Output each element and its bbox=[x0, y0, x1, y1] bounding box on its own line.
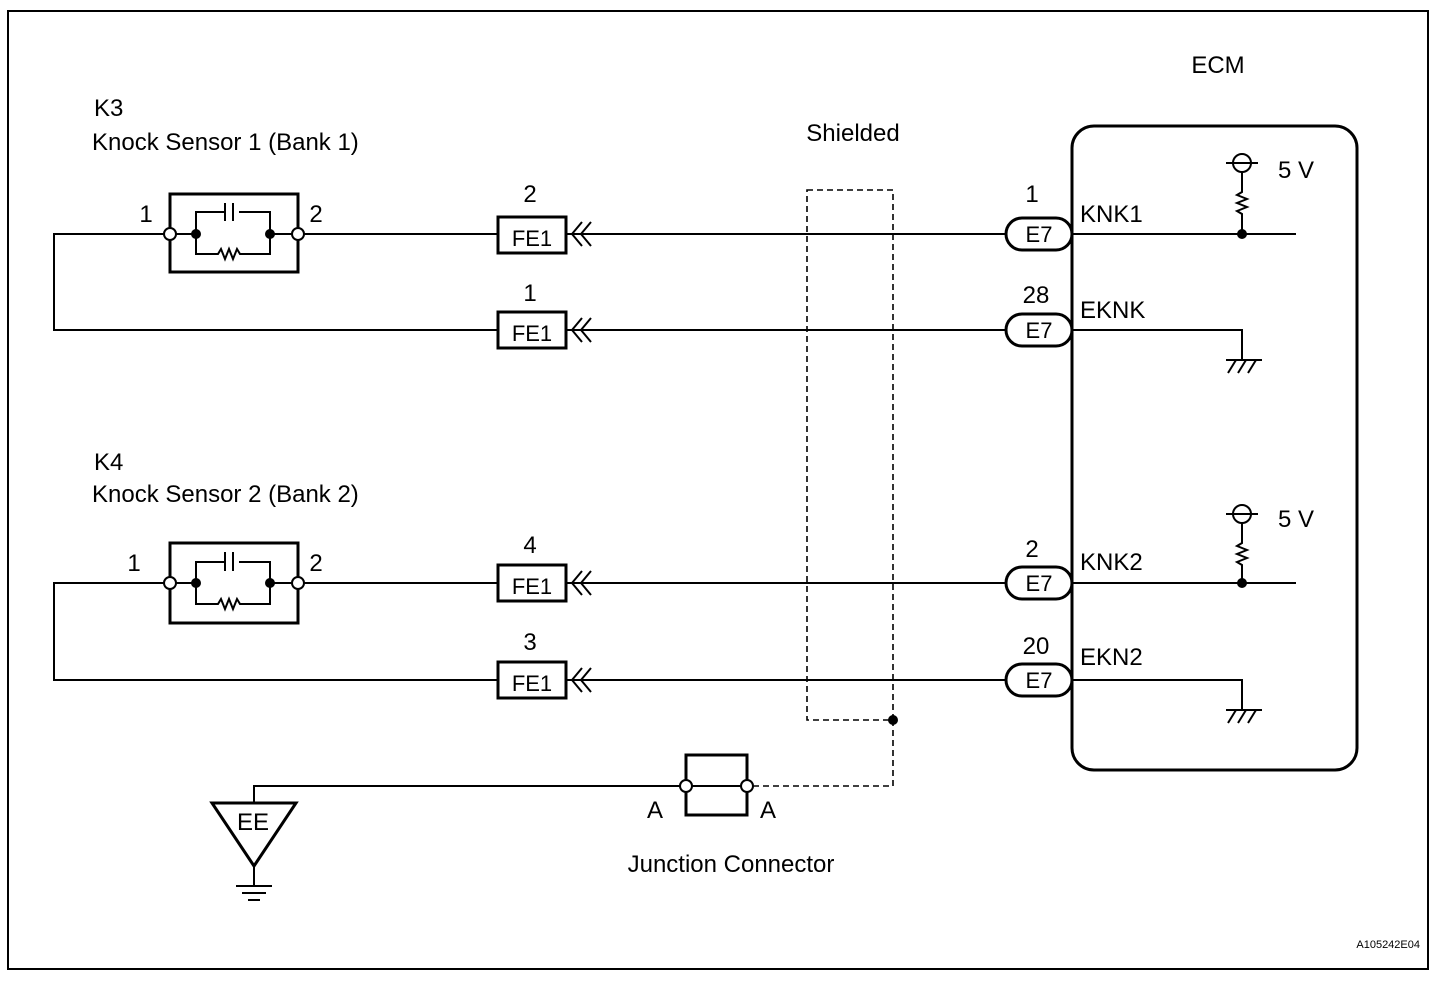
signal-label-ekn2: EKN2 bbox=[1080, 644, 1143, 671]
circuit-line-ekn2: 3 FE1 20 E7 EKN2 bbox=[496, 629, 1243, 710]
sensor1-name: Knock Sensor 1 (Bank 1) bbox=[92, 129, 359, 156]
e7-label-eknk: E7 bbox=[1026, 318, 1053, 343]
fe1-pin-knk1: 2 bbox=[523, 181, 536, 208]
ecm-voltage-2: 5 V bbox=[1278, 506, 1314, 533]
ecm-ground-1-icon bbox=[1226, 359, 1262, 374]
ground-label: EE bbox=[237, 809, 269, 836]
knock-sensor-2: 1 2 bbox=[127, 541, 323, 625]
e7-label-knk2: E7 bbox=[1026, 571, 1053, 596]
circuit-line-eknk: 1 FE1 28 E7 EKNK bbox=[496, 280, 1243, 360]
pullup-resistor-icon bbox=[1234, 523, 1250, 583]
signal-label-knk1: KNK1 bbox=[1080, 201, 1143, 228]
pullup-resistor-icon bbox=[1234, 172, 1250, 234]
knock-sensor-1: 1 2 bbox=[139, 192, 323, 274]
fe1-label-ekn2: FE1 bbox=[512, 671, 552, 696]
sensor1-pin-right: 2 bbox=[309, 201, 322, 228]
fe1-pin-eknk: 1 bbox=[523, 280, 536, 307]
fe1-label-eknk: FE1 bbox=[512, 321, 552, 346]
shield: Shielded bbox=[747, 120, 900, 787]
sensor1-pin-left: 1 bbox=[139, 201, 152, 228]
shield-outline bbox=[806, 189, 894, 721]
signal-label-eknk: EKNK bbox=[1080, 297, 1145, 324]
ground-wire-ee bbox=[253, 785, 686, 803]
e7-pin-knk1: 1 bbox=[1025, 181, 1038, 208]
e7-pin-knk2: 2 bbox=[1025, 536, 1038, 563]
fe1-connector-knk1 bbox=[496, 215, 568, 255]
e7-label-knk1: E7 bbox=[1026, 222, 1053, 247]
connector-chevron-eknk bbox=[570, 317, 592, 343]
signal-label-knk2: KNK2 bbox=[1080, 549, 1143, 576]
ecm-voltage-1: 5 V bbox=[1278, 157, 1314, 184]
junction-pin-right-terminal bbox=[740, 779, 754, 793]
e7-pin-ekn2: 20 bbox=[1023, 633, 1050, 660]
junction-label: Junction Connector bbox=[628, 851, 835, 878]
connector-chevron-knk1 bbox=[570, 221, 592, 247]
sensor2-pin2-terminal bbox=[291, 576, 305, 590]
fe1-pin-knk2: 4 bbox=[523, 532, 536, 559]
fe1-label-knk2: FE1 bbox=[512, 574, 552, 599]
sensor2-ground-wire bbox=[53, 582, 498, 681]
sensor1-ground-wire bbox=[53, 233, 498, 331]
sensor1-pin1-terminal bbox=[163, 227, 177, 241]
ecm-label: ECM bbox=[1191, 52, 1244, 79]
sensor1-capacitor-branch bbox=[195, 211, 271, 234]
shield-label: Shielded bbox=[806, 120, 899, 147]
circuit-line-knk2: 4 FE1 2 E7 KNK2 bbox=[496, 532, 1296, 603]
sensor2-id: K4 bbox=[94, 449, 123, 476]
connector-chevron-knk2 bbox=[570, 570, 592, 596]
circuit-line-knk1: 2 FE1 1 E7 KNK1 bbox=[496, 181, 1296, 255]
ee-ground: EE bbox=[209, 801, 299, 901]
ecm-pullup-1: 5 V bbox=[1226, 153, 1314, 239]
sensor2-capacitor-branch bbox=[195, 561, 271, 583]
fe1-label-knk1: FE1 bbox=[512, 226, 552, 251]
connector-chevron-ekn2 bbox=[570, 667, 592, 693]
sensor1-id: K3 bbox=[94, 95, 123, 122]
figure-code: A105242E04 bbox=[1356, 939, 1420, 951]
ecm-box bbox=[1070, 124, 1359, 772]
e7-pin-eknk: 28 bbox=[1023, 282, 1050, 309]
sensor2-pin-right: 2 bbox=[309, 550, 322, 577]
diagram-frame bbox=[7, 10, 1429, 970]
ecm-block: ECM bbox=[1070, 52, 1359, 772]
fe1-connector-knk2 bbox=[496, 563, 568, 603]
sensor1-pin2-terminal bbox=[291, 227, 305, 241]
shield-drain-wire bbox=[747, 720, 894, 787]
fe1-pin-ekn2: 3 bbox=[523, 629, 536, 656]
junction-pin-left: A bbox=[647, 797, 663, 824]
ecm-ground-2-icon bbox=[1226, 709, 1262, 724]
junction-pin-left-terminal bbox=[679, 779, 693, 793]
junction-connector: A A Junction Connector bbox=[253, 753, 835, 878]
sensor2-name: Knock Sensor 2 (Bank 2) bbox=[92, 481, 359, 508]
sensor2-pin-left: 1 bbox=[127, 550, 140, 577]
ground-point-triangle-icon bbox=[209, 801, 299, 869]
e7-label-ekn2: E7 bbox=[1026, 668, 1053, 693]
fe1-connector-ekn2 bbox=[496, 660, 568, 700]
ecm-pullup-2: 5 V bbox=[1226, 504, 1314, 588]
sensor2-pin1-terminal bbox=[163, 576, 177, 590]
junction-pin-right: A bbox=[760, 797, 776, 824]
fe1-connector-eknk bbox=[496, 310, 568, 350]
sensor1-resistor-branch bbox=[195, 234, 271, 262]
sensor2-resistor-branch bbox=[195, 583, 271, 612]
